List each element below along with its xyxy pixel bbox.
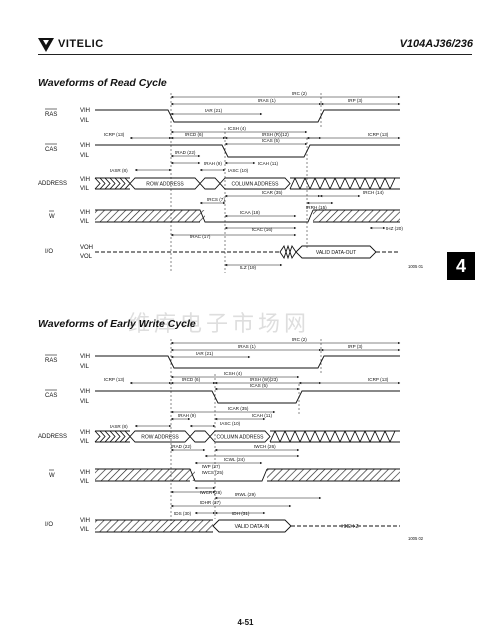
- read-trcs: tRCS (7): [207, 197, 225, 202]
- brand-name: VITELIC: [58, 38, 104, 50]
- write-w-label: W: [49, 473, 55, 479]
- write-cas-vil: VIL: [80, 399, 90, 405]
- write-address-label: ADDRESS: [38, 434, 67, 440]
- read-tcaa: tCAA (18): [240, 210, 260, 215]
- write-trc: tRC (2): [292, 337, 307, 342]
- write-twcs: tWCS (25): [202, 470, 224, 475]
- read-row-address: ROW ADDRESS: [146, 182, 184, 188]
- write-tcrp-left: tCRP (13): [104, 377, 125, 382]
- write-tasc: tASC (10): [220, 421, 241, 426]
- read-addr-vil: VIL: [80, 186, 90, 192]
- read-address-label: ADDRESS: [38, 181, 67, 187]
- write-w-vil: VIL: [80, 479, 90, 485]
- section-tab: 4: [447, 252, 475, 280]
- read-figure-id: 1005 01: [408, 264, 424, 269]
- watermark: 维库电子市场网: [128, 312, 311, 337]
- write-trah: tRAH (9): [178, 413, 196, 418]
- write-tras: tRAS (1): [238, 344, 256, 349]
- write-trad: tRAD (22): [171, 444, 192, 449]
- read-thz: tHZ (20): [386, 226, 403, 231]
- write-tcwl: tCWL (24): [224, 457, 245, 462]
- read-trad: tRAD (22): [175, 150, 196, 155]
- read-w-label: W: [49, 214, 55, 220]
- read-cycle-diagram: RAS CAS ADDRESS W I/O VIH VIL VIH VIL VI…: [38, 91, 424, 273]
- page-number: 4-51: [237, 618, 254, 627]
- read-tcas: tCAS (5): [262, 138, 280, 143]
- write-ras-vil: VIL: [80, 364, 90, 370]
- read-trrh: tRRH (15): [306, 205, 327, 210]
- write-tcas: tCAS (5): [250, 383, 268, 388]
- write-tcah: tCAH (11): [252, 413, 273, 418]
- read-cas-vil: VIL: [80, 153, 90, 159]
- write-tcsh: tCSH (4): [224, 371, 242, 376]
- write-column-address: COLUMN ADDRESS: [217, 435, 265, 441]
- read-trc: tRC (2): [292, 91, 307, 96]
- read-cycle-title: Waveforms of Read Cycle: [38, 77, 167, 89]
- read-tcrp-right: tCRP (13): [368, 132, 389, 137]
- read-trsh: tRSH (R)(12): [262, 132, 289, 137]
- part-number: V104AJ36/236: [399, 38, 473, 50]
- read-io-label: I/O: [45, 249, 53, 255]
- read-cas-label: CAS: [45, 147, 57, 153]
- read-tlz: tLZ (19): [240, 265, 257, 270]
- write-io-label: I/O: [45, 522, 53, 528]
- write-row-address: ROW ADDRESS: [141, 435, 179, 441]
- read-tar: tAR (21): [205, 108, 223, 113]
- write-tcar: tCAR (35): [228, 406, 249, 411]
- write-trp: tRP (3): [348, 344, 363, 349]
- write-trsh: tRSH (W)(23): [250, 377, 278, 382]
- write-ras-label: RAS: [45, 358, 57, 364]
- write-cas-vih: VIH: [80, 389, 90, 395]
- write-tasr: tASR (8): [110, 424, 128, 429]
- read-trch: tRCH (14): [363, 190, 384, 195]
- read-trac: tRAC (17): [190, 234, 211, 239]
- read-tras: tRAS (1): [258, 98, 276, 103]
- read-tasc: tASC (10): [228, 168, 249, 173]
- read-io-voh: VOH: [80, 245, 93, 251]
- write-addr-vil: VIL: [80, 439, 90, 445]
- write-addr-vih: VIH: [80, 430, 90, 436]
- read-cas-vih: VIH: [80, 143, 90, 149]
- early-write-title: Waveforms of Early Write Cycle: [38, 318, 196, 330]
- read-w-vil: VIL: [80, 219, 90, 225]
- read-trcd: tRCD (6): [185, 132, 204, 137]
- read-tcac: tCAC (16): [252, 227, 273, 232]
- read-tcrp-left: tCRP (13): [104, 132, 125, 137]
- write-tar: tAR (21): [196, 351, 214, 356]
- read-tasr: tASR (8): [110, 168, 128, 173]
- read-tcar: tCAR (35): [262, 190, 283, 195]
- read-column-address: COLUMN ADDRESS: [232, 182, 280, 188]
- write-twch: tWCH (26): [254, 444, 276, 449]
- read-w-vih: VIH: [80, 210, 90, 216]
- write-trwl: tRWL (29): [235, 492, 256, 497]
- read-addr-vih: VIH: [80, 177, 90, 183]
- read-io-vol: VOL: [80, 254, 93, 260]
- read-ras-label: RAS: [45, 112, 57, 118]
- write-valid-data-in: VALID DATA-IN: [235, 524, 270, 530]
- early-write-diagram: RAS CAS ADDRESS W I/O VIH VIL VIH VIL VI…: [38, 337, 424, 541]
- header-rule: [38, 54, 472, 55]
- read-ras-vih: VIH: [80, 108, 90, 114]
- write-io-vih: VIH: [80, 518, 90, 524]
- write-twcr: tWCR (28): [200, 490, 222, 495]
- read-trah: tRAH (9): [204, 161, 222, 166]
- write-w-vih: VIH: [80, 470, 90, 476]
- write-tds: tDS (30): [174, 511, 192, 516]
- write-tdh: tDH (31): [232, 511, 250, 516]
- read-tcsh: tCSH (4): [228, 126, 246, 131]
- read-tcah: tCAH (11): [258, 161, 279, 166]
- write-high-z: HIGH-Z: [341, 524, 358, 530]
- write-ras-vih: VIH: [80, 354, 90, 360]
- write-tdhr: tDHR (37): [200, 500, 221, 505]
- vitelic-logo-icon: [38, 38, 54, 52]
- write-twp: tWP (27): [202, 464, 221, 469]
- write-tcrp-right: tCRP (13): [368, 377, 389, 382]
- write-cas-label: CAS: [45, 393, 57, 399]
- write-trcd: tRCD (6): [182, 377, 201, 382]
- read-ras-vil: VIL: [80, 118, 90, 124]
- read-trp: tRP (3): [348, 98, 363, 103]
- write-figure-id: 1005 02: [408, 536, 424, 541]
- write-io-vil: VIL: [80, 527, 90, 533]
- read-valid-data-out: VALID DATA-OUT: [316, 250, 356, 256]
